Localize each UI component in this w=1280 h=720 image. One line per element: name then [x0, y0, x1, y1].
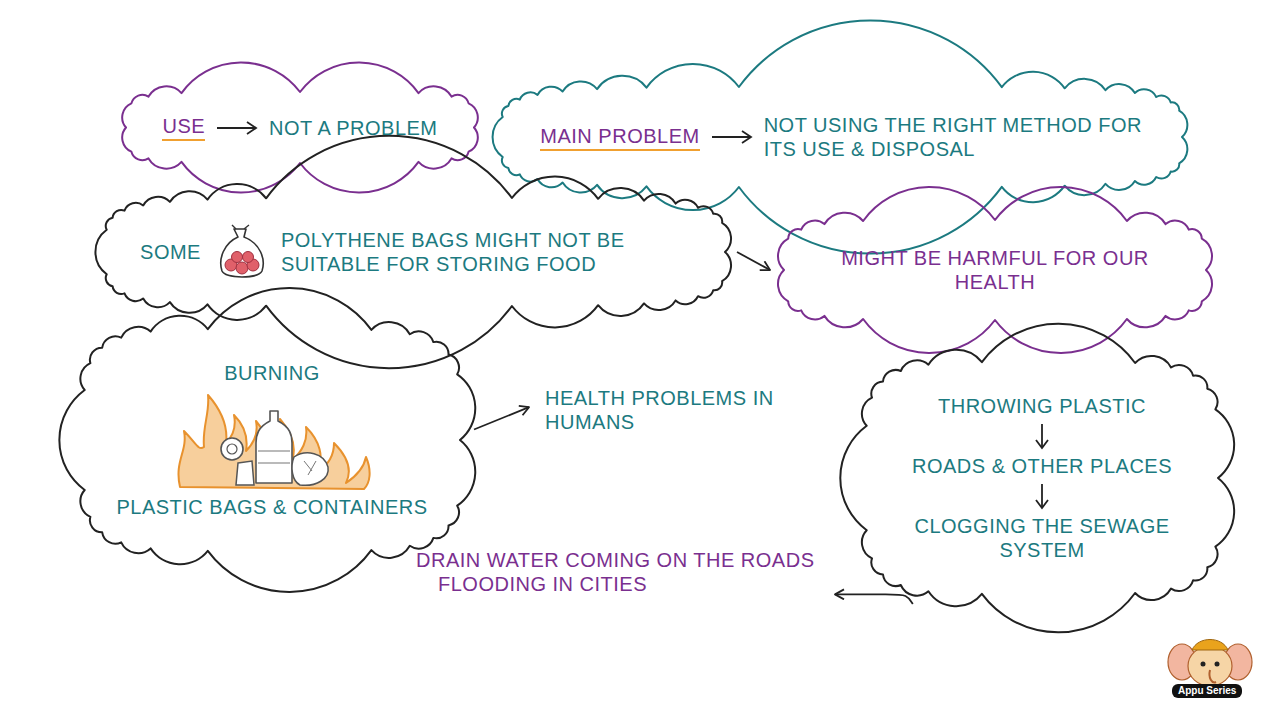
arrow-connector	[737, 252, 770, 270]
node-text: DRAIN WATER COMING ON THE ROADS	[416, 548, 814, 572]
node-text: PLASTIC BAGS & CONTAINERS	[116, 495, 427, 519]
inline-arrow	[213, 118, 261, 138]
arrow-connector	[835, 594, 913, 604]
node-text: MAIN PROBLEM	[540, 124, 699, 151]
node-text: ROADS & OTHER PLACES	[912, 454, 1172, 478]
illustration-space	[172, 389, 372, 491]
inline-arrow	[1032, 481, 1052, 511]
cloud-outline	[78, 323, 466, 557]
arrow-connector	[474, 407, 529, 429]
text-node: DRAIN WATER COMING ON THE ROADSFLOODING …	[410, 544, 821, 600]
cloud-box: MAIN PROBLEM NOT USING THE RIGHT METHOD F…	[508, 93, 1176, 181]
cloud-outline	[778, 214, 1212, 326]
watermark-label: Appu Series	[1172, 684, 1242, 698]
polythene-bag-icon	[221, 225, 263, 277]
cloud-box: USE NOT A PROBLEM	[132, 98, 468, 157]
node-text: NOT A PROBLEM	[269, 116, 437, 140]
node-text: CLOGGING THE SEWAGE SYSTEM	[902, 514, 1182, 562]
burning-plastic-illustration	[178, 395, 369, 489]
inline-arrow	[1032, 421, 1052, 451]
node-text: NOT USING THE RIGHT METHOD FOR ITS USE &…	[764, 113, 1144, 161]
cloud-box: THROWING PLASTIC ROADS & OTHER PLACES CLOG…	[872, 368, 1212, 588]
node-text: HEALTH PROBLEMS IN HUMANS	[545, 386, 775, 434]
cloud-box: MIGHT BE HARMFUL FOR OUR HEALTH	[790, 226, 1200, 314]
node-text: SOME	[140, 240, 201, 264]
node-text: THROWING PLASTIC	[938, 394, 1146, 418]
node-text: BURNING	[224, 361, 320, 385]
icon-space	[213, 224, 269, 280]
node-text: MIGHT BE HARMFUL FOR OUR HEALTH	[820, 246, 1170, 294]
node-text: POLYTHENE BAGS MIGHT NOT BE SUITABLE FOR…	[281, 228, 691, 276]
text-node: HEALTH PROBLEMS IN HUMANS	[539, 382, 781, 438]
node-text: USE	[162, 114, 205, 141]
node-text: FLOODING IN CITIES	[438, 572, 647, 596]
cloud-box: BURNING PLASTIC BAGS & CONTAINERS	[90, 335, 454, 545]
cloud-box: SOME POLYTHENE BAGS MIGHT NOT BE SUITABLE…	[112, 204, 719, 300]
appu-logo	[1168, 640, 1252, 687]
cloud-outline	[860, 356, 1224, 600]
inline-arrow	[708, 127, 756, 147]
